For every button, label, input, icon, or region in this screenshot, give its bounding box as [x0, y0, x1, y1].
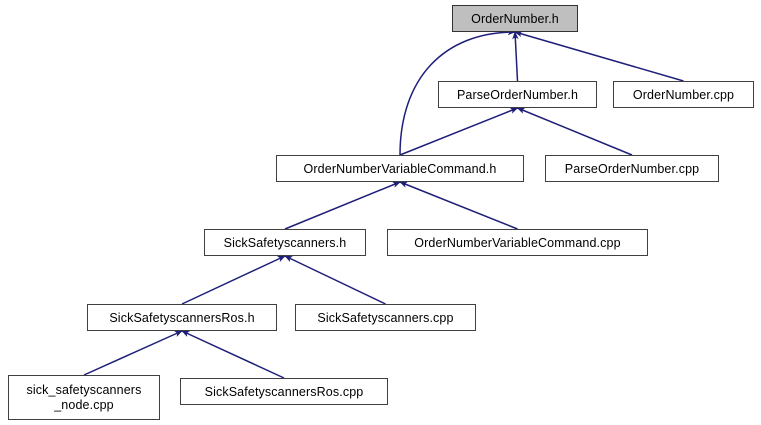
graph-node-parse-order-number-h[interactable]: ParseOrderNumber.h: [438, 81, 597, 108]
graph-node-sick-safetyscanners-node-cpp[interactable]: sick_safetyscanners _node.cpp: [8, 375, 160, 420]
graph-node-parse-order-number-cpp[interactable]: ParseOrderNumber.cpp: [545, 155, 719, 182]
graph-node-order-number-variable-command-cpp[interactable]: OrderNumberVariableCommand.cpp: [387, 229, 648, 256]
graph-edge-order-number-variable-command-cpp-to-order-number-variable-command-h: [399, 181, 518, 230]
graph-edge-sick-safetyscanners-ros-h-to-sick-safetyscanners-h: [181, 255, 286, 305]
graph-edge-sick-safetyscanners-node-cpp-to-sick-safetyscanners-ros-h: [83, 330, 183, 376]
graph-edge-sick-safetyscanners-cpp-to-sick-safetyscanners-h: [284, 255, 386, 305]
graph-node-order-number-cpp[interactable]: OrderNumber.cpp: [613, 81, 754, 108]
graph-node-sick-safetyscanners-h[interactable]: SickSafetyscanners.h: [204, 229, 366, 256]
graph-edge-sick-safetyscanners-h-to-order-number-variable-command-h: [284, 181, 401, 230]
graph-edge-order-number-variable-command-h-to-parse-order-number-h: [399, 107, 519, 156]
graph-node-sick-safetyscanners-ros-h[interactable]: SickSafetyscannersRos.h: [87, 304, 277, 331]
graph-edge-sick-safetyscanners-ros-cpp-to-sick-safetyscanners-ros-h: [181, 330, 285, 379]
graph-edge-order-number-cpp-to-order-number-h: [514, 30, 684, 82]
graph-edge-parse-order-number-cpp-to-parse-order-number-h: [516, 107, 633, 156]
graph-node-order-number-h[interactable]: OrderNumber.h: [452, 5, 578, 32]
graph-edge-parse-order-number-h-to-order-number-h: [512, 31, 519, 82]
graph-node-sick-safetyscanners-cpp[interactable]: SickSafetyscanners.cpp: [295, 304, 476, 331]
graph-node-sick-safetyscanners-ros-cpp[interactable]: SickSafetyscannersRos.cpp: [180, 378, 388, 405]
graph-node-order-number-variable-command-h[interactable]: OrderNumberVariableCommand.h: [276, 155, 524, 182]
